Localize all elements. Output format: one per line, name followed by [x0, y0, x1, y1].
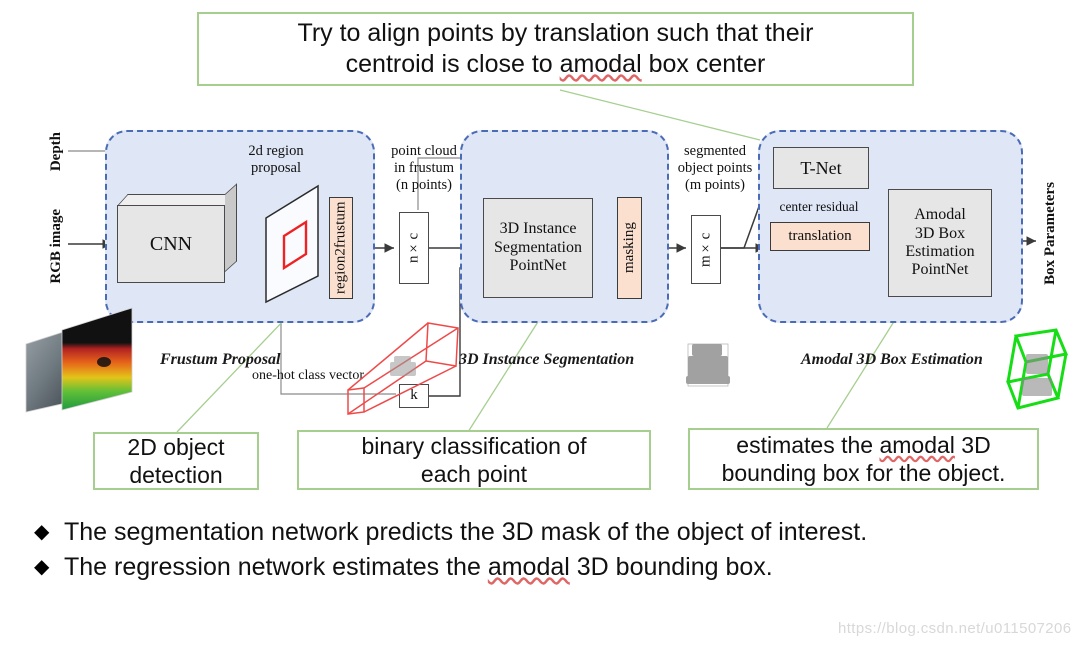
callout-amodal-bounding-box: estimates the amodal 3D bounding box for… [688, 428, 1039, 490]
bullet-list: ◆ The segmentation network predicts the … [34, 517, 1054, 587]
t-net-block: T-Net [773, 147, 869, 189]
label-point-cloud-in-frustum: point cloud in frustum (n points) [391, 143, 457, 194]
top-callout-box: Try to align points by translation such … [197, 12, 914, 86]
amodal-3d-box-estimation-pointnet-block: Amodal 3D Box Estimation PointNet [888, 189, 992, 297]
top-callout-line2-post: box center [641, 50, 766, 78]
pipeline-diagram: Depth RGB image Box Parameters CNN 2d re… [0, 89, 1080, 433]
label-one-hot-class-vector: one-hot class vector [252, 368, 364, 383]
top-callout-line2-amodal: amodal [559, 50, 642, 78]
2d-region-proposal-plane [265, 184, 319, 304]
3d-instance-segmentation-pointnet-block: 3D Instance Segmentation PointNet [483, 198, 593, 298]
label-rgb-image: RGB image [48, 209, 64, 284]
frustum-wireframe-illustration [347, 322, 459, 415]
top-callout-line1: Try to align points by translation such … [297, 19, 814, 47]
input-image-thumbnails [25, 307, 133, 413]
caption-3d-instance-segmentation: 3D Instance Segmentation [459, 351, 635, 368]
cnn-block: CNN [117, 205, 225, 283]
label-segmented-object-points: segmented object points (m points) [677, 143, 753, 194]
masking-block: masking [617, 197, 642, 299]
bullet-item: ◆ The regression network estimates the a… [34, 552, 1054, 583]
translation-block: translation [770, 222, 870, 251]
label-box-parameters: Box Parameters [1042, 182, 1058, 285]
bullet-text: The regression network estimates the amo… [64, 553, 773, 581]
k-tensor-block: k [399, 384, 429, 408]
label-2d-region-proposal: 2d region proposal [248, 143, 304, 177]
green-3d-bounding-box-illustration [1005, 328, 1069, 410]
segmented-point-cloud-illustration [686, 343, 730, 387]
nxc-tensor-block: n×c [399, 212, 429, 284]
region2frustum-block: region2frustum [329, 197, 353, 299]
caption-amodal-3d-box-estimation: Amodal 3D Box Estimation [801, 351, 983, 368]
cnn-block-side-face [225, 183, 237, 272]
label-depth: Depth [48, 132, 64, 172]
label-center-residual: center residual [779, 199, 859, 214]
callout-binary-classification: binary classification of each point [297, 430, 651, 490]
watermark: https://blog.csdn.net/u011507206 [838, 620, 1072, 637]
bullet-text: The segmentation network predicts the 3D… [64, 518, 868, 546]
top-callout-line2-pre: centroid is close to [345, 50, 560, 78]
mxc-tensor-block: m×c [691, 215, 721, 284]
bullet-item: ◆ The segmentation network predicts the … [34, 517, 1054, 548]
caption-frustum-proposal: Frustum Proposal [160, 351, 281, 368]
callout-2d-object-detection: 2D object detection [93, 432, 259, 490]
diamond-bullet-icon: ◆ [34, 556, 50, 578]
diamond-bullet-icon: ◆ [34, 521, 50, 543]
